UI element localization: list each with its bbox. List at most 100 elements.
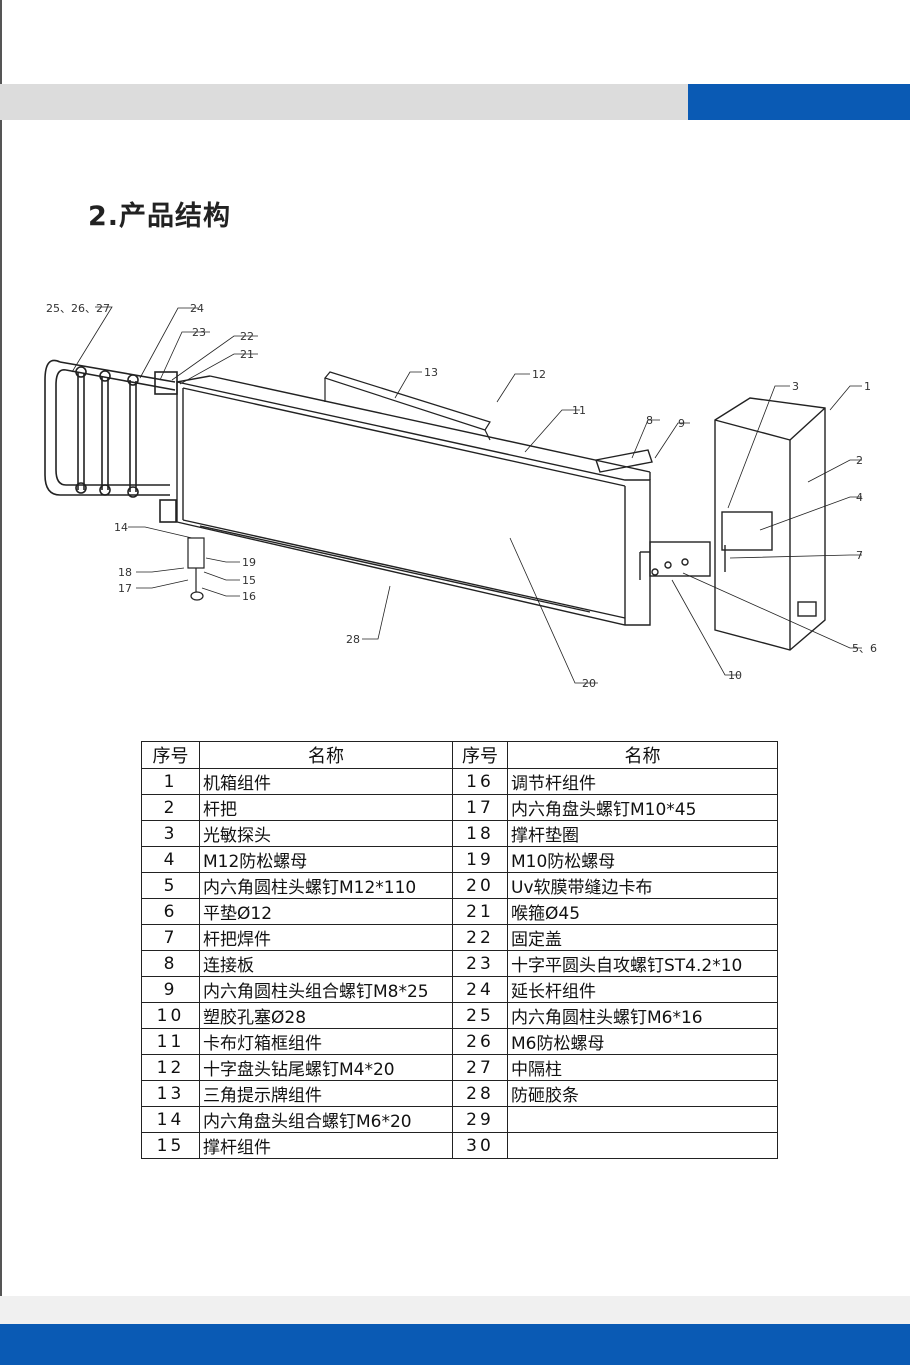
part-number: 18: [452, 820, 508, 847]
part-name: [507, 1106, 778, 1133]
callout-label: 28: [346, 633, 360, 646]
part-name: 中隔柱: [507, 1054, 778, 1081]
part-number: 5: [141, 872, 200, 899]
callout-label: 20: [582, 677, 596, 690]
header-band: [0, 84, 688, 120]
support-post: [187, 537, 205, 601]
callout-label: 8: [646, 414, 653, 427]
part-number: 3: [141, 820, 200, 847]
callout-label: 13: [424, 366, 438, 379]
header-name: 名称: [507, 741, 778, 769]
callout-label: 18: [118, 566, 132, 579]
header-no: 序号: [141, 741, 200, 769]
part-name: M6防松螺母: [507, 1028, 778, 1055]
left-border-rule: [0, 0, 2, 1365]
product-structure-drawing: 25、26、27 24 23 22 21 13 12 11 8 9 3 1 2 …: [44, 302, 877, 690]
handle-frame: [44, 359, 178, 523]
callout-label: 12: [532, 368, 546, 381]
part-number: 23: [452, 950, 508, 977]
part-name: 杆把: [199, 794, 453, 821]
callout-labels: 25、26、27 24 23 22 21 13 12 11 8 9 3 1 2 …: [46, 302, 877, 690]
part-name: 机箱组件: [199, 768, 453, 795]
callout-label: 14: [114, 521, 128, 534]
part-number: 27: [452, 1054, 508, 1081]
connector-arm: [595, 449, 711, 580]
part-name: 连接板: [199, 950, 453, 977]
part-number: 20: [452, 872, 508, 899]
callout-label: 11: [572, 404, 586, 417]
section-title: 2.产品结构: [88, 201, 232, 232]
part-number: 9: [141, 976, 200, 1003]
part-name: 内六角盘头螺钉M10*45: [507, 794, 778, 821]
callout-label: 25、26、27: [46, 302, 110, 315]
part-number: 26: [452, 1028, 508, 1055]
part-number: 28: [452, 1080, 508, 1107]
part-number: 29: [452, 1106, 508, 1133]
part-number: 10: [141, 1002, 200, 1029]
part-number: 21: [452, 898, 508, 925]
part-name: 十字盘头钻尾螺钉M4*20: [199, 1054, 453, 1081]
callout-label: 9: [678, 417, 685, 430]
part-name: M10防松螺母: [507, 846, 778, 873]
lightbox-frame: [176, 375, 651, 626]
callout-label: 24: [190, 302, 204, 315]
callout-label: 10: [728, 669, 742, 682]
part-name: 杆把焊件: [199, 924, 453, 951]
part-name: 光敏探头: [199, 820, 453, 847]
part-number: 13: [141, 1080, 200, 1107]
part-number: 11: [141, 1028, 200, 1055]
callout-label: 15: [242, 574, 256, 587]
callout-label: 17: [118, 582, 132, 595]
part-number: 7: [141, 924, 200, 951]
callout-label: 5、6: [852, 642, 877, 655]
callout-label: 23: [192, 326, 206, 339]
callout-label: 1: [864, 380, 871, 393]
leader-lines: [71, 306, 862, 684]
part-name: 防砸胶条: [507, 1080, 778, 1107]
header-no: 序号: [452, 741, 508, 769]
part-number: 17: [452, 794, 508, 821]
part-name: Uv软膜带缝边卡布: [507, 872, 778, 899]
callout-label: 4: [856, 491, 863, 504]
part-name: 撑杆垫圈: [507, 820, 778, 847]
table-header-row: 序号 名称 序号 名称: [141, 741, 778, 769]
part-name: 内六角盘头组合螺钉M6*20: [199, 1106, 453, 1133]
header-band-accent: [688, 84, 910, 120]
part-number: 24: [452, 976, 508, 1003]
part-name: 固定盖: [507, 924, 778, 951]
part-number: 2: [141, 794, 200, 821]
part-name: 三角提示牌组件: [199, 1080, 453, 1107]
part-name: 内六角圆柱头组合螺钉M8*25: [199, 976, 453, 1003]
part-name: 内六角圆柱头螺钉M6*16: [507, 1002, 778, 1029]
callout-label: 2: [856, 454, 863, 467]
part-number: 4: [141, 846, 200, 873]
part-number: 22: [452, 924, 508, 951]
part-name: 内六角圆柱头螺钉M12*110: [199, 872, 453, 899]
part-number: 25: [452, 1002, 508, 1029]
footer-band: [0, 1296, 910, 1324]
part-name: M12防松螺母: [199, 846, 453, 873]
triangle-sign: [323, 371, 491, 441]
header-name: 名称: [199, 741, 453, 769]
callout-label: 7: [856, 549, 863, 562]
part-number: 16: [452, 768, 508, 795]
part-name: 塑胶孔塞Ø28: [199, 1002, 453, 1029]
part-number: 15: [141, 1132, 200, 1159]
part-name: [507, 1132, 778, 1159]
part-name: 撑杆组件: [199, 1132, 453, 1159]
part-name: 卡布灯箱框组件: [199, 1028, 453, 1055]
